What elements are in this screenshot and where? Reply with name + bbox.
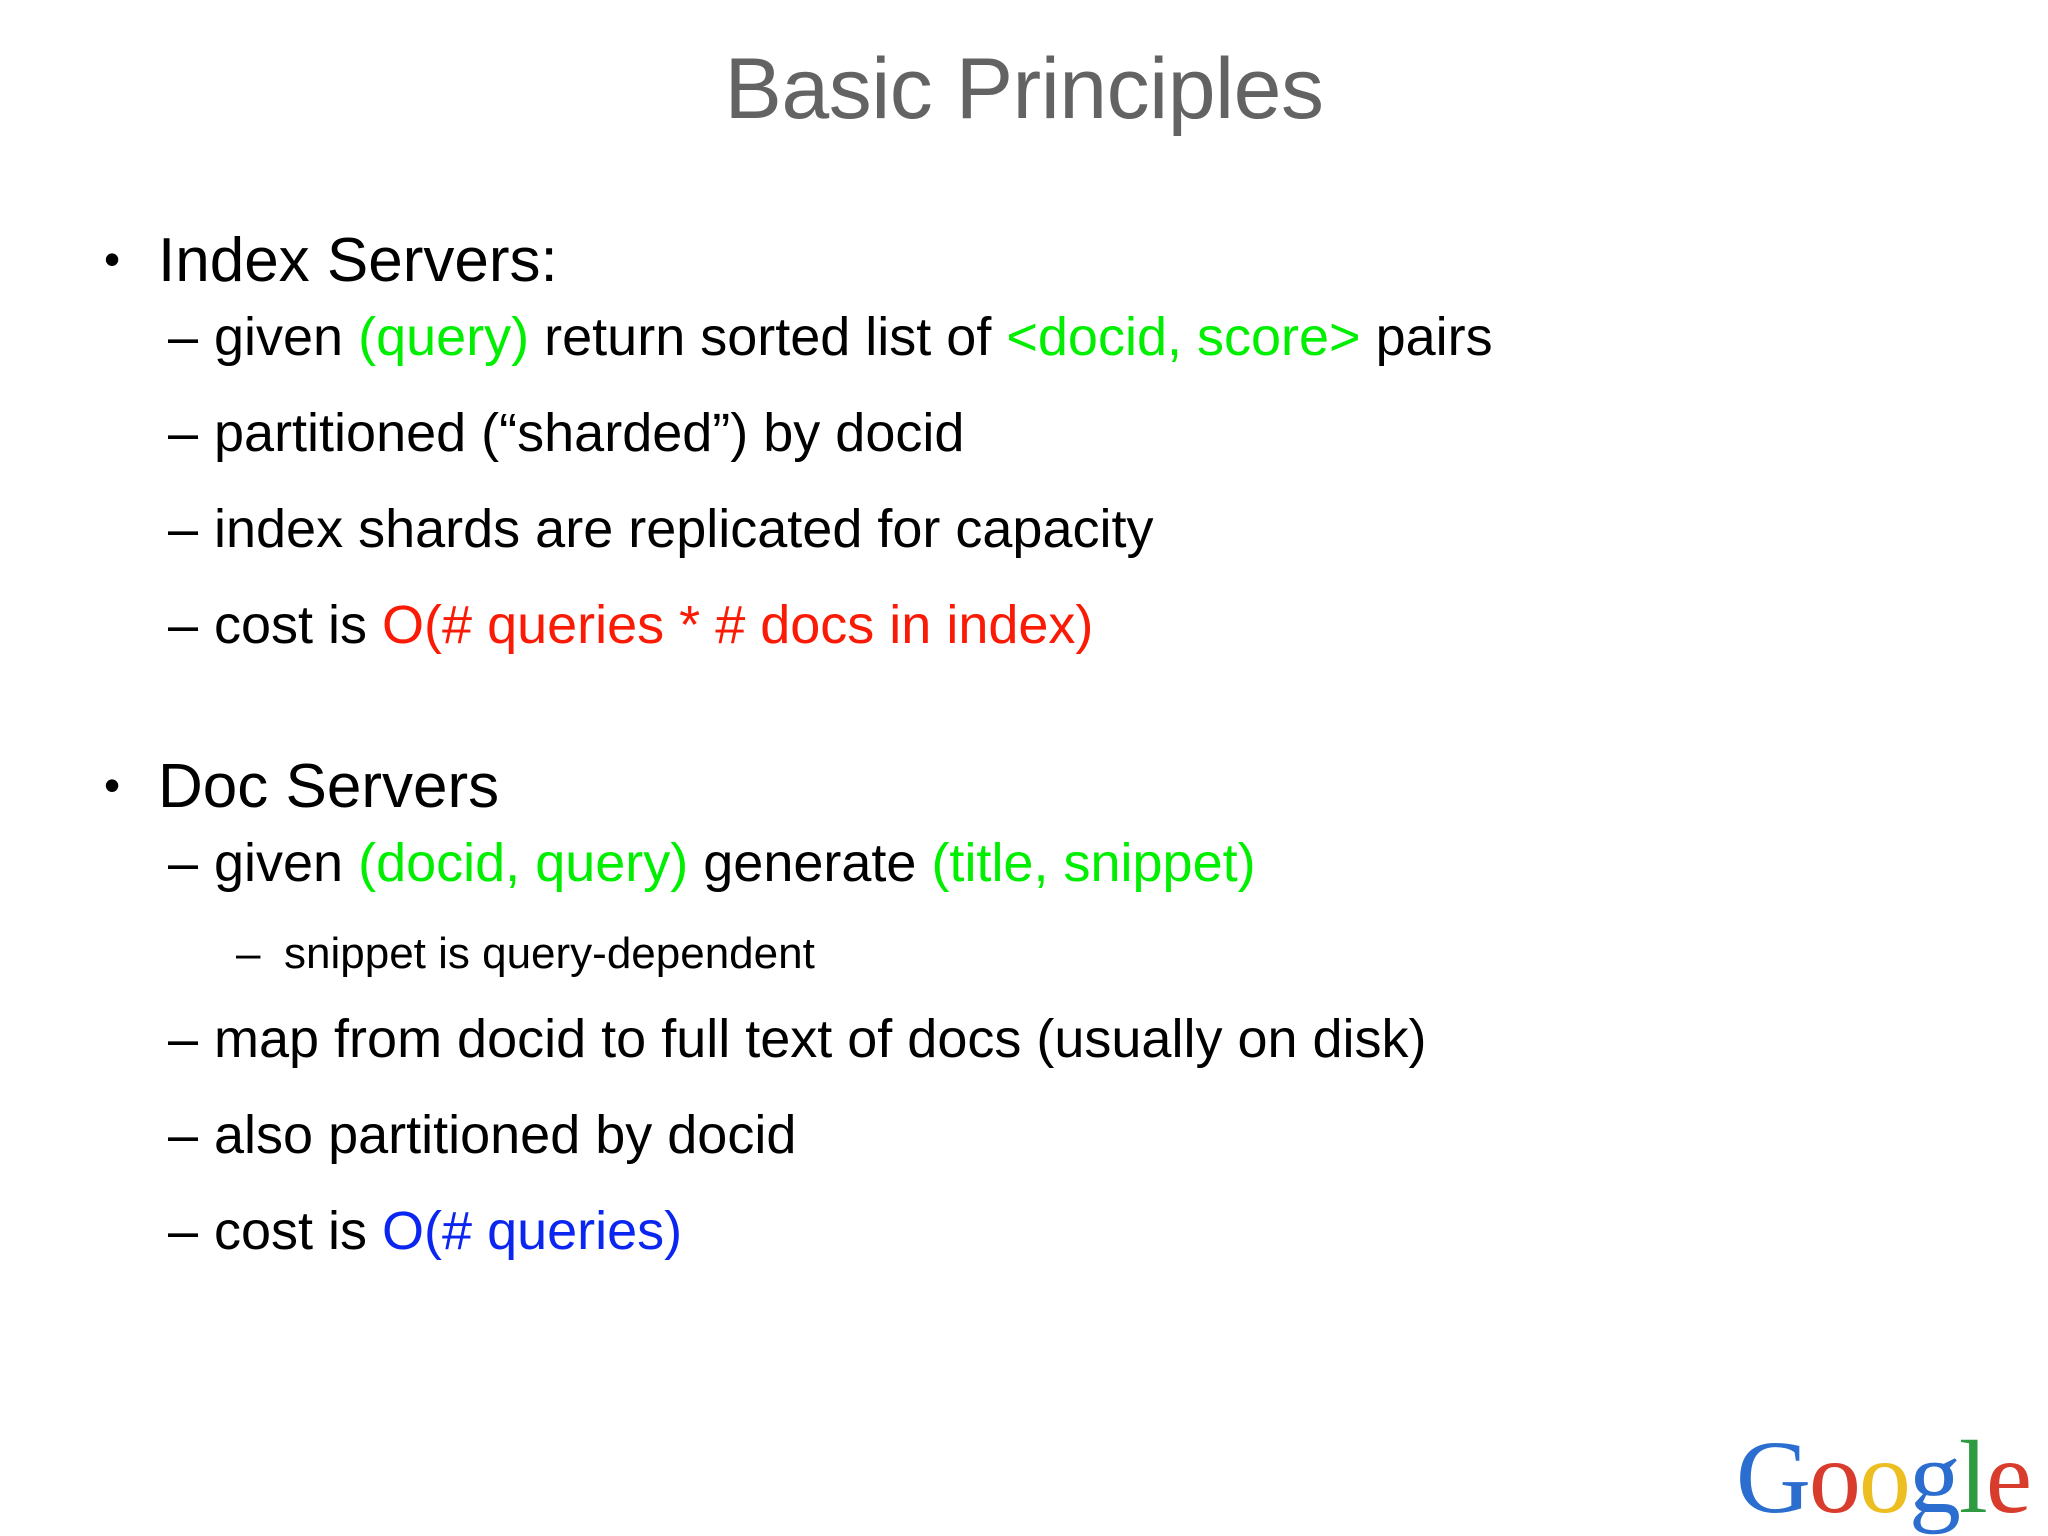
sub-bullet-given-query: –given (query) return sorted list of <do… bbox=[96, 310, 1996, 364]
logo-letter-l: l bbox=[1958, 1420, 1988, 1535]
logo-letter-g-upper: G bbox=[1735, 1420, 1811, 1535]
slide-content-body: •Index Servers: –given (query) return so… bbox=[96, 230, 1996, 1300]
text-run: given bbox=[214, 833, 359, 893]
sub-bullet-also-partitioned: –also partitioned by docid bbox=[96, 1108, 1996, 1162]
text-run: partitioned (“sharded”) by docid bbox=[214, 403, 965, 463]
text-run-highlight-index-cost: O(# queries * # docs in index) bbox=[382, 595, 1094, 655]
text-run: given bbox=[214, 307, 359, 367]
logo-letter-g-lower: g bbox=[1908, 1420, 1961, 1535]
bullet-label: Index Servers: bbox=[158, 226, 558, 295]
text-run: return sorted list of bbox=[529, 307, 1007, 367]
dash-marker-icon: – bbox=[168, 1201, 199, 1261]
page-title: Basic Principles bbox=[724, 41, 1325, 137]
logo-letter-o-second: o bbox=[1858, 1420, 1911, 1535]
text-run-highlight-docid-query: (docid, query) bbox=[358, 833, 689, 893]
text-run: cost is bbox=[214, 1201, 383, 1261]
sub-bullet-doc-cost: –cost is O(# queries) bbox=[96, 1204, 1996, 1258]
sub-bullet-index-shards-replicated: –index shards are replicated for capacit… bbox=[96, 502, 1996, 556]
logo-letter-e: e bbox=[1985, 1420, 2032, 1535]
section-index-servers: •Index Servers: –given (query) return so… bbox=[96, 230, 1996, 653]
google-logo: Google bbox=[1735, 1420, 2032, 1535]
bullet-doc-servers: •Doc Servers bbox=[96, 756, 1996, 818]
logo-letter-o-first: o bbox=[1808, 1420, 1861, 1535]
text-run-highlight-title-snippet: (title, snippet) bbox=[931, 833, 1256, 893]
dash-marker-icon: – bbox=[168, 499, 199, 559]
dash-marker-icon: – bbox=[168, 403, 199, 463]
text-run: cost is bbox=[214, 595, 383, 655]
bullet-index-servers: •Index Servers: bbox=[96, 230, 1996, 292]
sub-sub-bullet-snippet-query-dependent: –snippet is query-dependent bbox=[96, 932, 1996, 976]
text-run-highlight-docid-score: <docid, score> bbox=[1006, 307, 1361, 367]
text-run: pairs bbox=[1360, 307, 1493, 367]
dash-marker-icon: – bbox=[168, 1009, 199, 1069]
bullet-point-icon: • bbox=[104, 759, 121, 811]
text-run: map from docid to full text of docs (usu… bbox=[214, 1009, 1427, 1069]
dash-marker-icon: – bbox=[168, 833, 199, 893]
text-run: index shards are replicated for capacity bbox=[214, 499, 1154, 559]
section-doc-servers: •Doc Servers –given (docid, query) gener… bbox=[96, 756, 1996, 1259]
text-run-highlight-doc-cost: O(# queries) bbox=[382, 1201, 683, 1261]
dash-marker-icon: – bbox=[168, 1105, 199, 1165]
text-run-highlight-query: (query) bbox=[358, 307, 530, 367]
dash-marker-icon: – bbox=[236, 929, 261, 978]
sub-bullet-partitioned-sharded: –partitioned (“sharded”) by docid bbox=[96, 406, 1996, 460]
sub-bullet-index-cost: –cost is O(# queries * # docs in index) bbox=[96, 598, 1996, 652]
bullet-point-icon: • bbox=[104, 233, 121, 285]
text-run: snippet is query-dependent bbox=[284, 929, 815, 978]
dash-marker-icon: – bbox=[168, 307, 199, 367]
bullet-label: Doc Servers bbox=[158, 752, 500, 821]
sub-bullet-given-docid-query: –given (docid, query) generate (title, s… bbox=[96, 836, 1996, 890]
sub-bullet-map-docid-full-text: –map from docid to full text of docs (us… bbox=[96, 1012, 1996, 1066]
section-spacer bbox=[96, 694, 1996, 756]
text-run: generate bbox=[688, 833, 932, 893]
dash-marker-icon: – bbox=[168, 595, 199, 655]
text-run: also partitioned by docid bbox=[214, 1105, 797, 1165]
